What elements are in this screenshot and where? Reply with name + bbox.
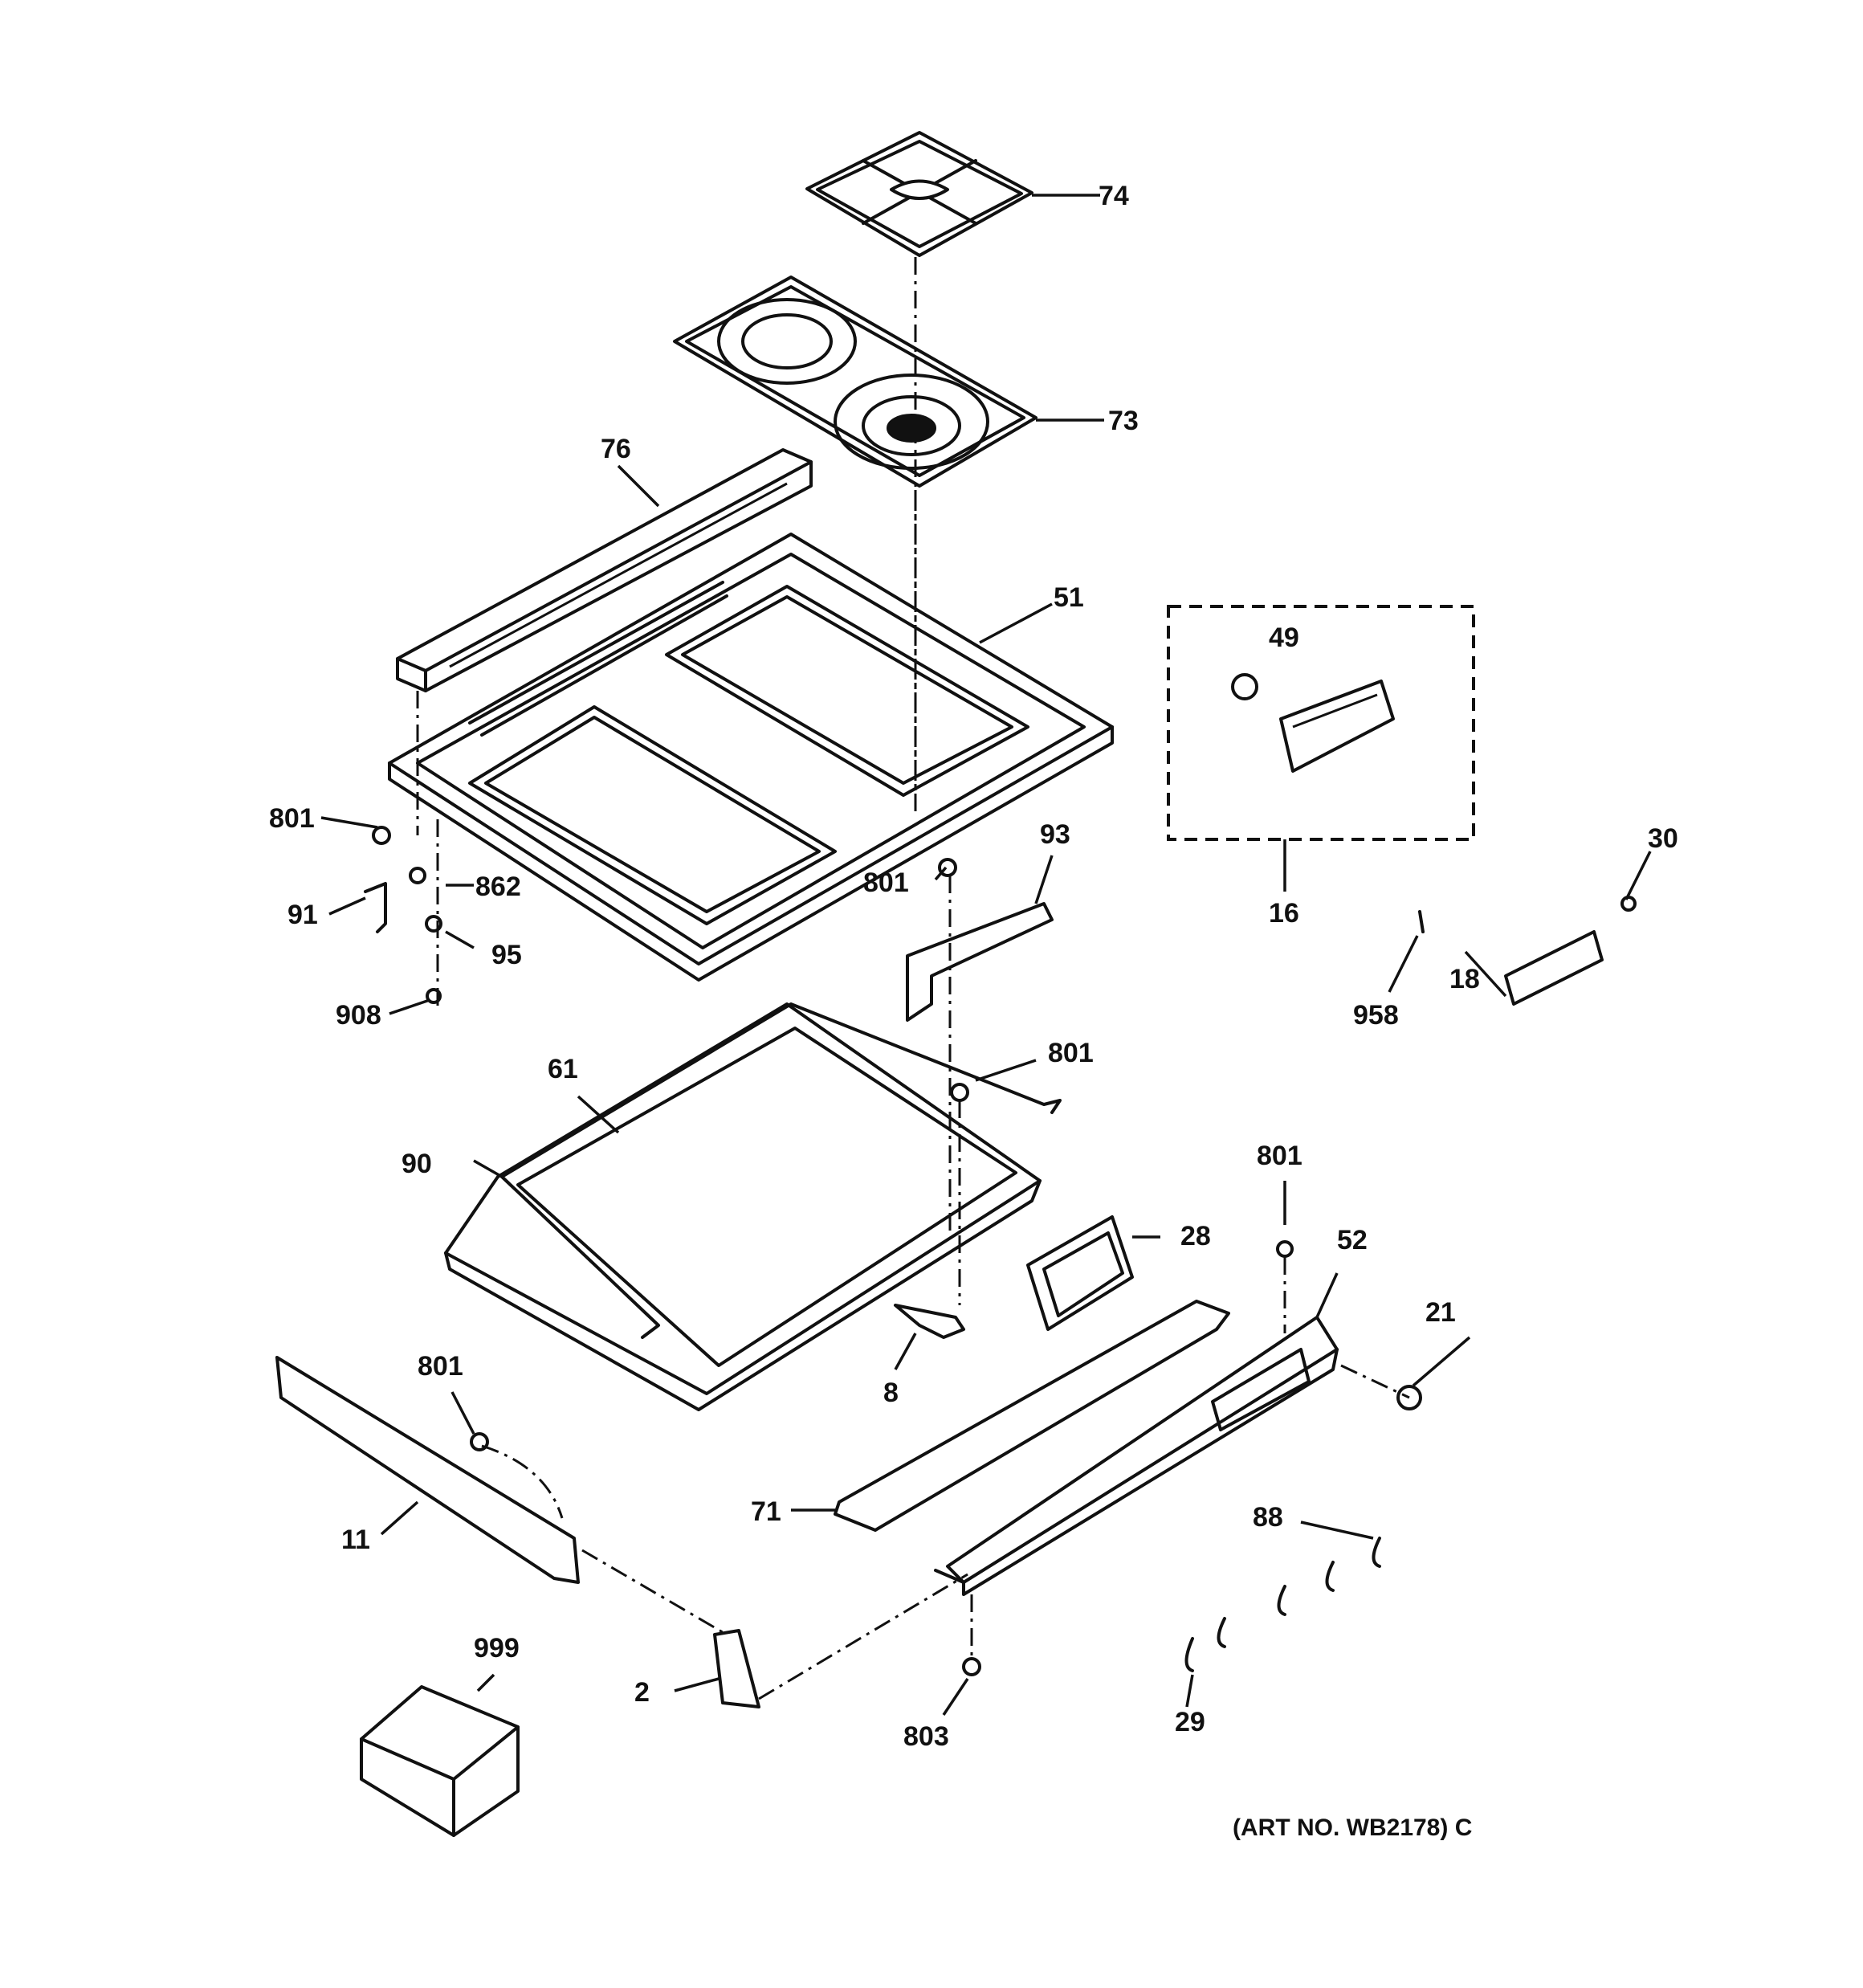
burner-grate: [805, 131, 1033, 257]
label-88: 88: [1253, 1502, 1283, 1533]
label-61: 61: [548, 1054, 578, 1084]
label-21: 21: [1425, 1297, 1456, 1328]
label-801-d: 801: [1257, 1141, 1302, 1171]
burner-box: [444, 1002, 1062, 1411]
label-801-c: 801: [1048, 1038, 1094, 1068]
label-49: 49: [1269, 623, 1299, 653]
cooktop: [388, 533, 1114, 982]
support-bracket: [894, 1304, 965, 1339]
art-number: (ART NO. WB2178) C: [1233, 1815, 1472, 1841]
side-bracket: [713, 1629, 760, 1708]
control-panel-backing: [834, 1300, 1230, 1532]
label-76: 76: [601, 434, 631, 464]
label-958: 958: [1353, 1000, 1399, 1031]
literature-box: [360, 1685, 520, 1837]
igniter-switch: [1231, 673, 1395, 773]
label-71: 71: [751, 1496, 781, 1527]
label-74: 74: [1099, 181, 1129, 211]
drip-pan: [673, 276, 1037, 488]
label-16: 16: [1269, 898, 1299, 929]
label-18: 18: [1449, 964, 1480, 994]
control-panel: [934, 1316, 1339, 1596]
label-73: 73: [1108, 406, 1139, 436]
label-2: 2: [634, 1677, 650, 1708]
bracket: [906, 902, 1054, 1022]
backguard-trim: [396, 448, 813, 692]
label-862: 862: [475, 872, 521, 902]
label-91: 91: [287, 900, 318, 930]
small-hardware: [364, 826, 1637, 1676]
label-28: 28: [1180, 1221, 1211, 1251]
label-30: 30: [1648, 823, 1678, 854]
label-52: 52: [1337, 1225, 1368, 1255]
label-90: 90: [402, 1149, 432, 1179]
front-trim: [275, 1356, 580, 1584]
leader-lines: [320, 194, 1652, 1716]
label-801-e: 801: [418, 1351, 463, 1382]
control-window: [1026, 1215, 1134, 1331]
label-801-a: 801: [269, 803, 315, 834]
label-93: 93: [1040, 819, 1070, 850]
label-8: 8: [883, 1378, 899, 1408]
label-95: 95: [491, 940, 522, 970]
label-803: 803: [903, 1721, 949, 1752]
label-999: 999: [474, 1633, 520, 1663]
kit-outline: [1167, 605, 1475, 841]
label-51: 51: [1054, 582, 1084, 613]
label-908: 908: [336, 1000, 381, 1031]
label-801-b: 801: [863, 867, 909, 898]
callout-labels: 74 73 76 51 49 16 801 862 91 95 908 93 8…: [269, 181, 1678, 1841]
label-29: 29: [1175, 1707, 1205, 1737]
alignment-lines: [416, 257, 1410, 1700]
label-11: 11: [341, 1525, 370, 1555]
